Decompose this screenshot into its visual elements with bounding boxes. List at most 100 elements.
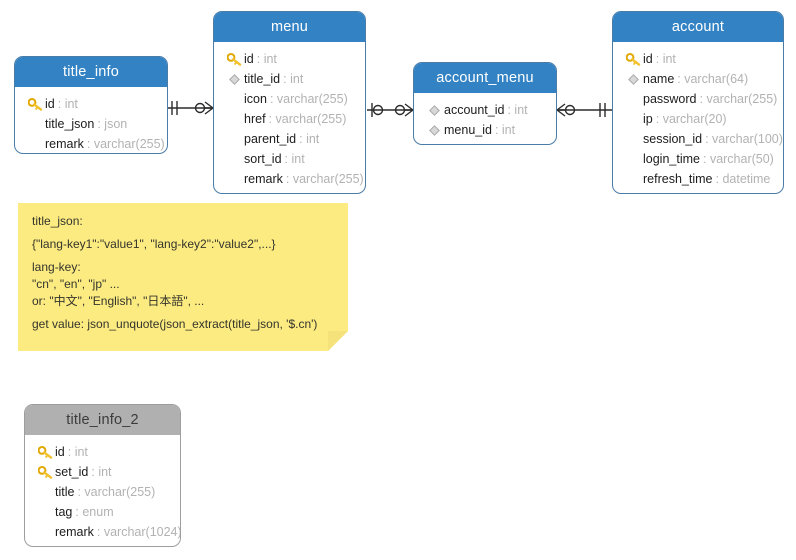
field-name: href: [244, 112, 266, 126]
field-type: : int: [256, 52, 277, 66]
field-row[interactable]: password : varchar(255): [613, 89, 783, 109]
key-icon: [35, 444, 55, 460]
field-name: login_time: [643, 152, 700, 166]
field-name: tag: [55, 505, 73, 519]
field-type: : int: [283, 72, 304, 86]
field-type: : varchar(255): [699, 92, 778, 106]
entity-title-info[interactable]: title_info id : int title_json : json: [14, 56, 168, 154]
key-icon: [224, 51, 244, 67]
field-name: id: [55, 445, 65, 459]
key-icon: [25, 96, 45, 112]
sticky-note-title-json[interactable]: title_json: {"lang-key1":"value1", "lang…: [18, 203, 348, 351]
field-type: : datetime: [715, 172, 771, 186]
field-row[interactable]: remark : varchar(1024): [25, 522, 180, 542]
spacer-icon: [224, 171, 244, 187]
note-line: lang-key:: [32, 260, 81, 274]
field-name: id: [45, 97, 55, 111]
field-type: : varchar(64): [677, 72, 749, 86]
field-type: : varchar(255): [77, 485, 156, 499]
field-row[interactable]: title_id : int: [214, 69, 365, 89]
field-row[interactable]: login_time : varchar(50): [613, 149, 783, 169]
field-name: sort_id: [244, 152, 282, 166]
note-fold-shadow-icon: [328, 331, 348, 351]
field-row[interactable]: name : varchar(64): [613, 69, 783, 89]
field-name: account_id: [444, 103, 505, 117]
field-row[interactable]: href : varchar(255): [214, 109, 365, 129]
field-name: title: [55, 485, 75, 499]
field-type: : int: [57, 97, 78, 111]
entity-account-menu-fields: account_id : int menu_id : int: [414, 93, 556, 144]
entity-account[interactable]: account id : int n: [612, 11, 784, 194]
entity-account-menu[interactable]: account_menu account_id : int menu_id: [413, 62, 557, 145]
spacer-icon: [35, 504, 55, 520]
field-row[interactable]: menu_id : int: [414, 120, 556, 140]
entity-menu-header: menu: [214, 12, 365, 42]
diamond-icon: [224, 71, 244, 87]
field-name: set_id: [55, 465, 89, 479]
field-row[interactable]: sort_id : int: [214, 149, 365, 169]
field-name: title_json: [45, 117, 95, 131]
field-row[interactable]: refresh_time : datetime: [613, 169, 783, 189]
note-line: title_json:: [32, 214, 83, 228]
entity-title-info-2[interactable]: title_info_2 id : int: [24, 404, 181, 547]
field-row[interactable]: id : int: [15, 94, 167, 114]
field-row[interactable]: remark : varchar(255): [214, 169, 365, 189]
field-name: id: [244, 52, 254, 66]
field-type: : int: [507, 103, 528, 117]
spacer-icon: [623, 91, 643, 107]
diamond-icon: [623, 71, 643, 87]
entity-title-info-fields: id : int title_json : json remark : varc…: [15, 87, 167, 153]
field-type: : varchar(255): [268, 112, 347, 126]
field-type: : int: [284, 152, 305, 166]
field-name: remark: [55, 525, 94, 539]
entity-title-info-header: title_info: [15, 57, 167, 87]
spacer-icon: [25, 116, 45, 132]
spacer-icon: [623, 151, 643, 167]
spacer-icon: [224, 91, 244, 107]
field-row[interactable]: title : varchar(255): [25, 482, 180, 502]
field-name: icon: [244, 92, 267, 106]
entity-title-info-2-header: title_info_2: [25, 405, 180, 435]
field-row[interactable]: session_id : varchar(100): [613, 129, 783, 149]
field-type: : int: [299, 132, 320, 146]
field-name: id: [643, 52, 653, 66]
field-type: : enum: [75, 505, 114, 519]
field-name: ip: [643, 112, 653, 126]
entity-account-fields: id : int name : varchar(64) password : v…: [613, 42, 783, 193]
entity-menu[interactable]: menu id : int titl: [213, 11, 366, 194]
field-name: refresh_time: [643, 172, 713, 186]
field-type: : varchar(20): [655, 112, 727, 126]
note-line: {"lang-key1":"value1", "lang-key2":"valu…: [32, 237, 276, 251]
field-type: : varchar(255): [269, 92, 348, 106]
field-row[interactable]: id : int: [25, 442, 180, 462]
field-row[interactable]: remark : varchar(255): [15, 134, 167, 153]
field-type: : varchar(100): [705, 132, 783, 146]
field-row[interactable]: account_id : int: [414, 100, 556, 120]
field-name: remark: [244, 172, 283, 186]
entity-title-info-2-fields: id : int set_id : int title : varchar(25…: [25, 435, 180, 546]
field-row[interactable]: ip : varchar(20): [613, 109, 783, 129]
field-row[interactable]: set_id : int: [25, 462, 180, 482]
spacer-icon: [35, 484, 55, 500]
field-name: name: [643, 72, 675, 86]
field-row[interactable]: title_json : json: [15, 114, 167, 134]
field-row[interactable]: tag : enum: [25, 502, 180, 522]
diamond-icon: [424, 102, 444, 118]
note-line: get value: json_unquote(json_extract(tit…: [32, 317, 318, 331]
field-type: : varchar(255): [285, 172, 364, 186]
field-row[interactable]: parent_id : int: [214, 129, 365, 149]
note-line: or: "中文", "English", "日本語", ...: [32, 294, 205, 308]
field-type: : int: [67, 445, 88, 459]
field-name: password: [643, 92, 697, 106]
field-row[interactable]: id : int: [214, 49, 365, 69]
field-type: : int: [91, 465, 112, 479]
field-row[interactable]: icon : varchar(255): [214, 89, 365, 109]
field-row[interactable]: id : int: [613, 49, 783, 69]
field-name: title_id: [244, 72, 281, 86]
spacer-icon: [623, 171, 643, 187]
field-type: : int: [494, 123, 516, 137]
field-type: : varchar(1024): [96, 525, 181, 539]
entity-account-header: account: [613, 12, 783, 42]
spacer-icon: [623, 111, 643, 127]
